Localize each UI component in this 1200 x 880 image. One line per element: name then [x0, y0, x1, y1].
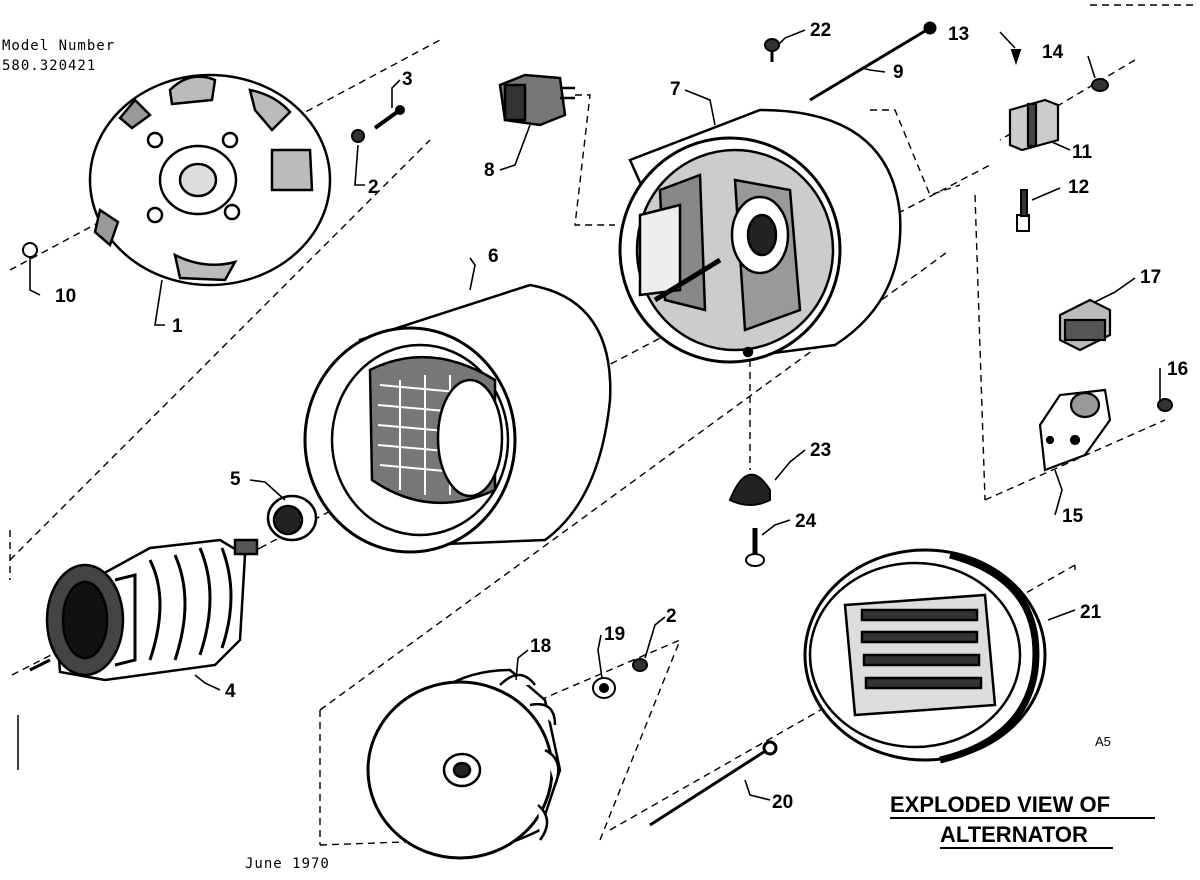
part-24-screw — [745, 528, 765, 567]
part-3-bolt — [373, 105, 405, 130]
callout-13: 13 — [948, 24, 969, 45]
part-17-capacitor — [1058, 298, 1112, 352]
callout-numbers: 1 2 3 4 5 6 7 8 9 10 11 12 13 14 15 16 1… — [55, 20, 1188, 813]
part-9-through-bolt — [809, 21, 937, 102]
part-2-nut-bottom — [632, 658, 648, 672]
model-number-label: Model Number — [2, 38, 115, 54]
callout-2-bottom: 2 — [666, 606, 677, 627]
callout-12: 12 — [1068, 177, 1089, 198]
diagram-title-line2: ALTERNATOR — [940, 822, 1088, 847]
part-5-bearing — [266, 494, 318, 542]
callout-17: 17 — [1140, 267, 1161, 288]
part-20-through-bolt — [649, 740, 778, 827]
part-1-end-housing — [88, 73, 332, 287]
callout-20: 20 — [772, 792, 793, 813]
part-18-fan — [366, 668, 562, 860]
callout-1: 1 — [172, 316, 183, 337]
part-10-screw — [22, 242, 38, 258]
callout-14: 14 — [1042, 42, 1064, 63]
callout-16: 16 — [1167, 359, 1188, 380]
part-23-grommet — [728, 473, 771, 506]
callout-15: 15 — [1062, 506, 1084, 527]
callout-18: 18 — [530, 636, 551, 657]
callout-3: 3 — [402, 69, 413, 90]
callout-10: 10 — [55, 286, 76, 307]
callout-24: 24 — [795, 511, 817, 532]
part-14-nut — [1091, 78, 1109, 92]
part-19-washer — [592, 677, 616, 699]
part-7-main-housing — [618, 108, 902, 364]
part-6-stator — [303, 283, 612, 554]
callout-23: 23 — [810, 440, 831, 461]
part-13-screw — [1010, 49, 1022, 66]
page-mark: A5 — [1095, 734, 1111, 749]
callout-leaders — [29, 29, 1161, 801]
callout-21: 21 — [1080, 602, 1102, 623]
part-21-end-cover — [803, 548, 1047, 764]
publication-date: June 1970 — [245, 856, 330, 872]
callout-19: 19 — [604, 624, 625, 645]
part-22-screw — [764, 38, 780, 62]
callout-2-top: 2 — [368, 177, 379, 198]
callout-8: 8 — [484, 160, 495, 181]
callout-22: 22 — [810, 20, 831, 41]
callout-5: 5 — [230, 469, 241, 490]
callout-4: 4 — [225, 681, 236, 702]
callout-7: 7 — [670, 79, 681, 100]
part-11-rectifier — [1008, 98, 1060, 152]
callout-11: 11 — [1072, 142, 1093, 163]
part-15-bracket — [1038, 388, 1112, 472]
part-4-rotor — [29, 538, 259, 682]
model-number-value: 580.320421 — [2, 58, 96, 74]
part-8-terminal-block — [498, 73, 575, 127]
callout-9: 9 — [893, 62, 904, 83]
part-12-diode — [1016, 189, 1030, 232]
diagram-title-line1: EXPLODED VIEW OF — [890, 792, 1110, 817]
part-2-nut-top — [351, 129, 365, 143]
callout-6: 6 — [488, 246, 499, 267]
part-16-screw — [1157, 398, 1173, 412]
